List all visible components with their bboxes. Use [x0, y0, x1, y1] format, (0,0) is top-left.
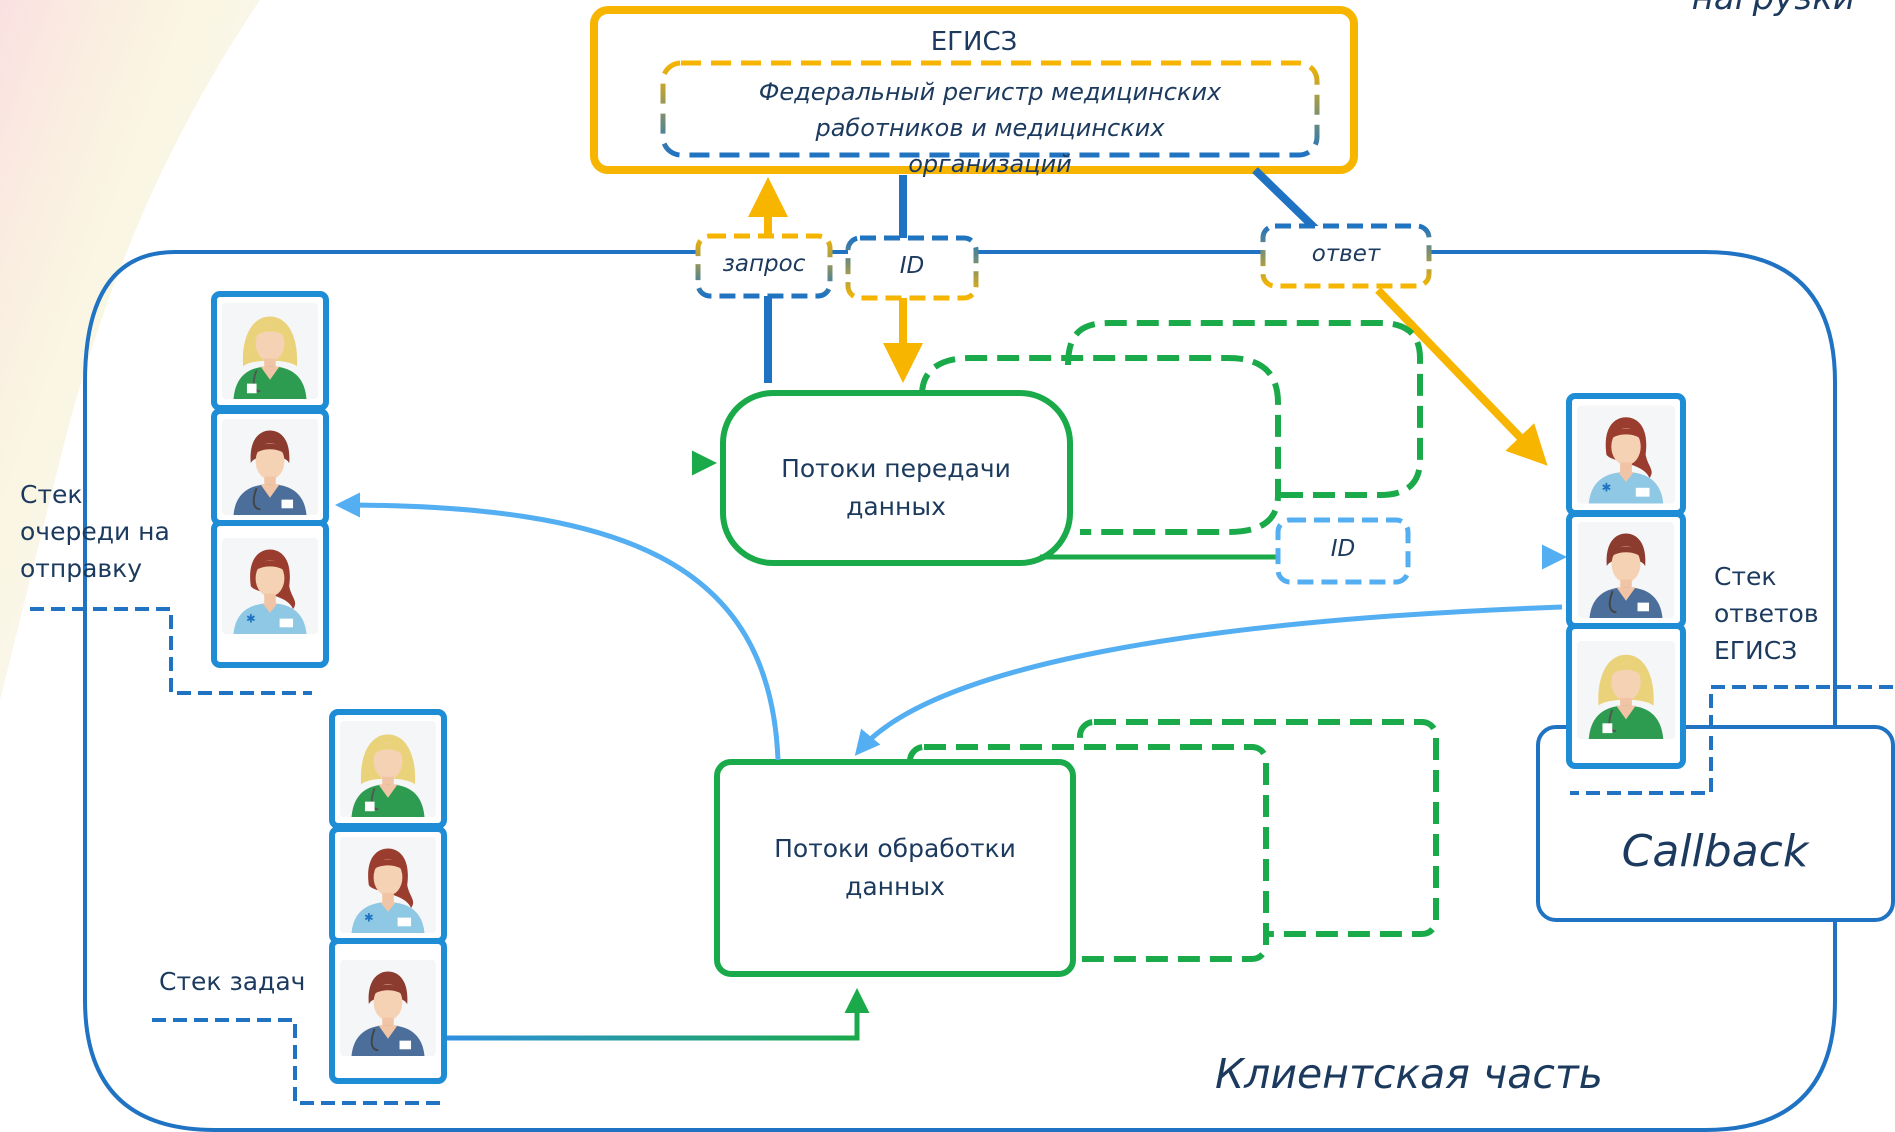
callback-label: Callback [1621, 826, 1809, 877]
response-line-upper [1252, 167, 1323, 236]
background-sweep [0, 0, 260, 700]
egisz-responses-label: Стек ответов ЕГИСЗ [1714, 562, 1819, 665]
tasks-stack [329, 709, 447, 1084]
request-label: запрос [722, 251, 806, 277]
responses-bracket [1570, 685, 1893, 795]
response-label: ответ [1311, 241, 1381, 267]
response-avatar-2 [1566, 511, 1686, 629]
tasks-to-processing-arrow [447, 988, 870, 1041]
transfer-to-queue-arrow [335, 492, 781, 761]
id-right-box [1275, 517, 1411, 585]
egisz-title: ЕГИСЗ [930, 27, 1018, 57]
id-top-box [845, 235, 979, 301]
client-area-label: Клиентская часть [1215, 1050, 1603, 1098]
tasks-label: Стек задач [159, 967, 306, 996]
id-right-label: ID [1330, 536, 1356, 562]
send-queue-label: Стек очереди на отправку [20, 480, 170, 583]
transfer-threads-label: Потоки передачи данных [781, 454, 1011, 521]
response-arrow [1375, 287, 1548, 466]
registry-box [660, 60, 1320, 158]
egisz-responses-stack [1566, 393, 1686, 769]
transfer-threads-box [720, 390, 1073, 566]
response-avatar-3 [1566, 623, 1686, 769]
id-top-label: ID [899, 253, 925, 279]
task-avatar-3 [329, 938, 447, 1084]
registry-label: Федеральный регистр медицинских работник… [758, 78, 1222, 178]
queue-avatar-2 [211, 408, 329, 526]
callback-box [1536, 725, 1895, 922]
tasks-bracket [152, 1018, 440, 1105]
request-box [695, 233, 833, 299]
processing-threads-label: Потоки обработки данных [774, 834, 1016, 901]
response-box [1260, 223, 1432, 289]
task-avatar-2 [329, 826, 447, 944]
task-avatar-1 [329, 709, 447, 829]
transfer-thread-copy-1 [919, 355, 1281, 535]
client-area-outline [83, 250, 1837, 1132]
queue-avatar-3 [211, 520, 329, 668]
queue-avatar-1 [211, 291, 329, 411]
response-avatar-1 [1566, 393, 1686, 516]
processing-threads-box [714, 759, 1076, 977]
send-queue-bracket [30, 607, 312, 695]
send-queue-stack [211, 291, 329, 668]
transfer-thread-copy-2 [1065, 320, 1423, 498]
responses-to-processing-arrow [854, 604, 1563, 756]
corner-text: нагрузки [1692, 0, 1855, 18]
